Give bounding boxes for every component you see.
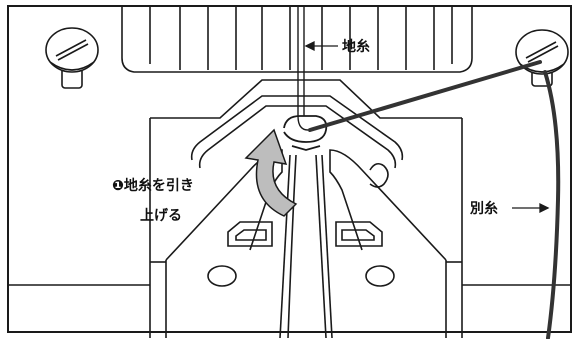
center-channel bbox=[165, 149, 447, 339]
machine-body bbox=[121, 7, 473, 73]
label-separate-thread: 別糸 bbox=[469, 200, 498, 217]
thread-loop bbox=[283, 115, 328, 151]
right-screw-icon bbox=[515, 29, 569, 87]
left-screw-icon bbox=[45, 27, 99, 89]
wire-guide bbox=[190, 95, 404, 169]
ground-thread bbox=[297, 7, 309, 131]
leader-lines bbox=[304, 40, 550, 214]
label-ground-thread: 地糸 bbox=[342, 38, 370, 55]
separate-thread bbox=[308, 60, 561, 339]
label-step1-line2: 上げる bbox=[140, 208, 182, 224]
lift-arrow-icon bbox=[244, 128, 298, 217]
diagram-frame bbox=[7, 5, 572, 333]
label-step1-line1: ❶地糸を引き bbox=[112, 177, 194, 194]
window-shapes bbox=[207, 162, 395, 287]
